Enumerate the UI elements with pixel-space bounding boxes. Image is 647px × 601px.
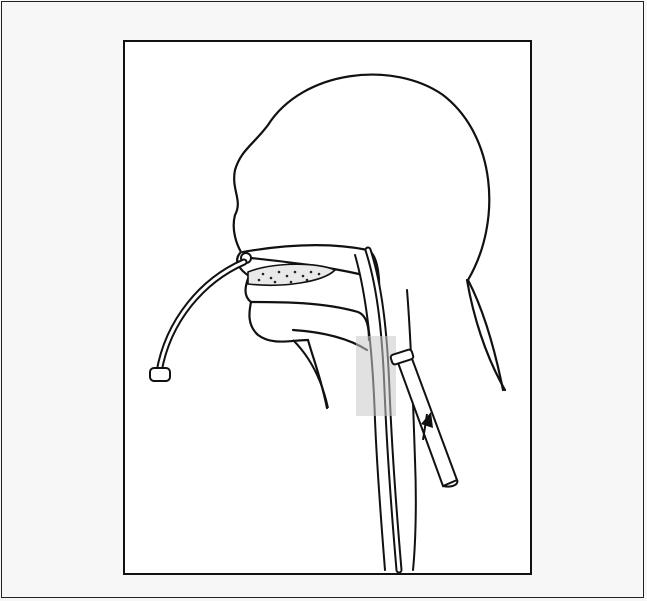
tracheostomy-cannula — [390, 349, 457, 487]
nasal-tube — [159, 262, 244, 372]
posterior-wall — [407, 290, 416, 570]
anatomy-illustration — [123, 40, 532, 575]
tube-connector-icon — [150, 368, 170, 381]
tongue-icon — [248, 264, 335, 285]
larynx-shading — [356, 336, 396, 416]
oral-cavity — [251, 302, 369, 340]
